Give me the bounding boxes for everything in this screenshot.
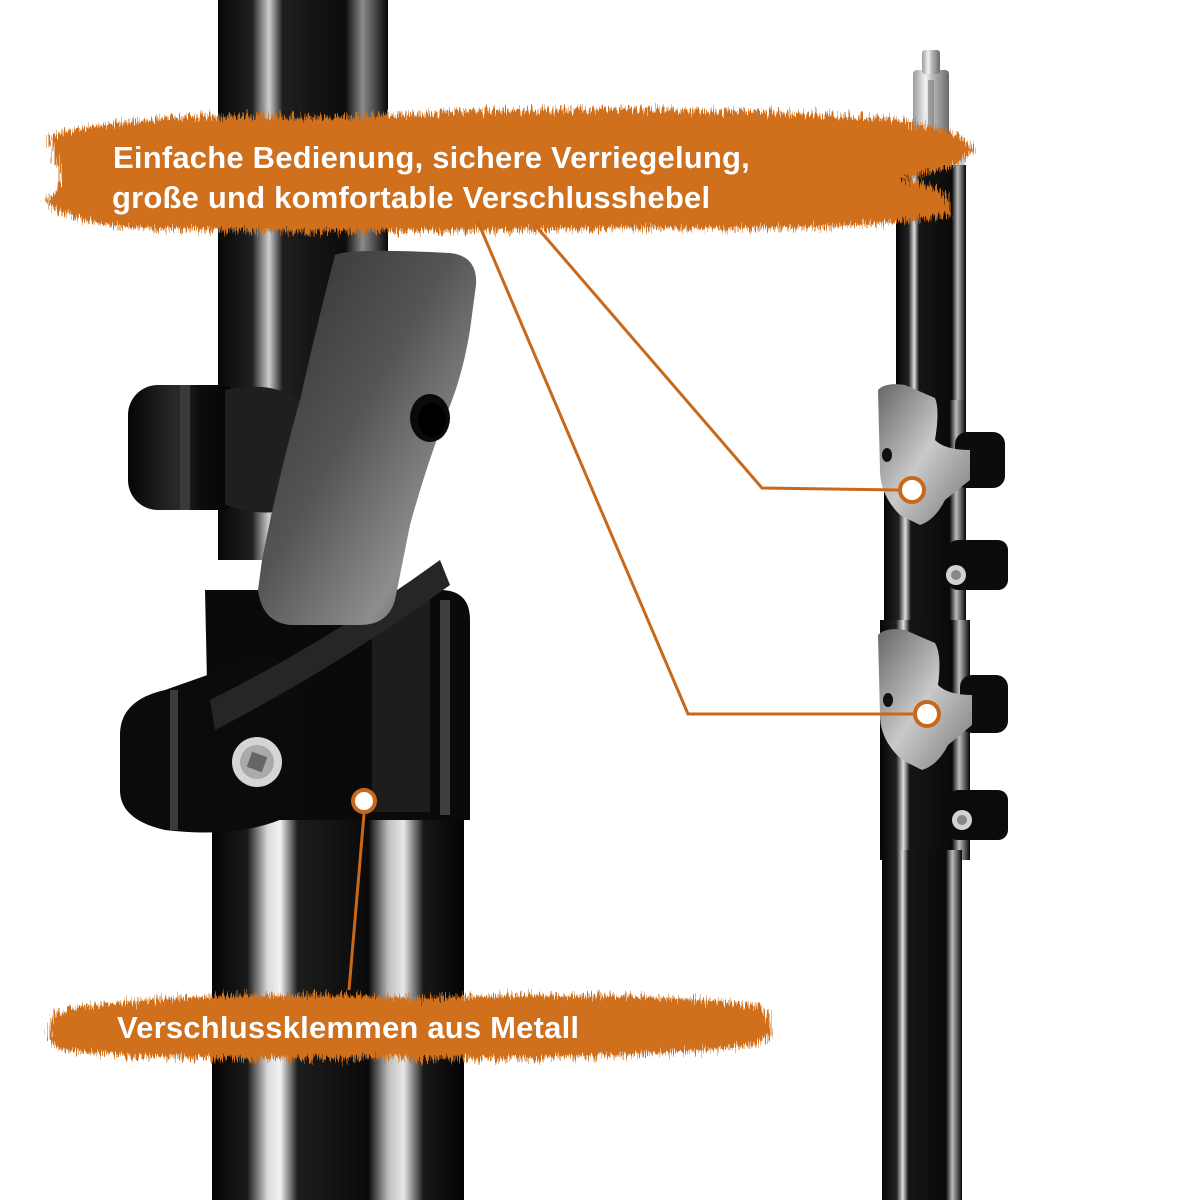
leader-lower <box>476 221 915 716</box>
upper-lever-marker <box>898 476 926 504</box>
leader-upper <box>533 224 899 492</box>
leader-clamp <box>347 813 366 991</box>
clamp-material-label: Verschlussklemmen aus Metall <box>117 1010 580 1045</box>
lower-lever-marker <box>913 700 941 728</box>
clamp-marker <box>351 788 377 814</box>
bottom-banner-brush <box>50 994 770 1059</box>
leader-lines <box>347 221 915 991</box>
marker-dots <box>351 476 941 814</box>
feature-headline-line1: Einfache Bedienung, sichere Verriegelung… <box>113 140 750 175</box>
top-banner-brush <box>45 109 975 232</box>
lower-tube <box>212 780 464 1200</box>
feature-headline-line2: große und komfortable Verschlusshebel <box>112 180 711 215</box>
